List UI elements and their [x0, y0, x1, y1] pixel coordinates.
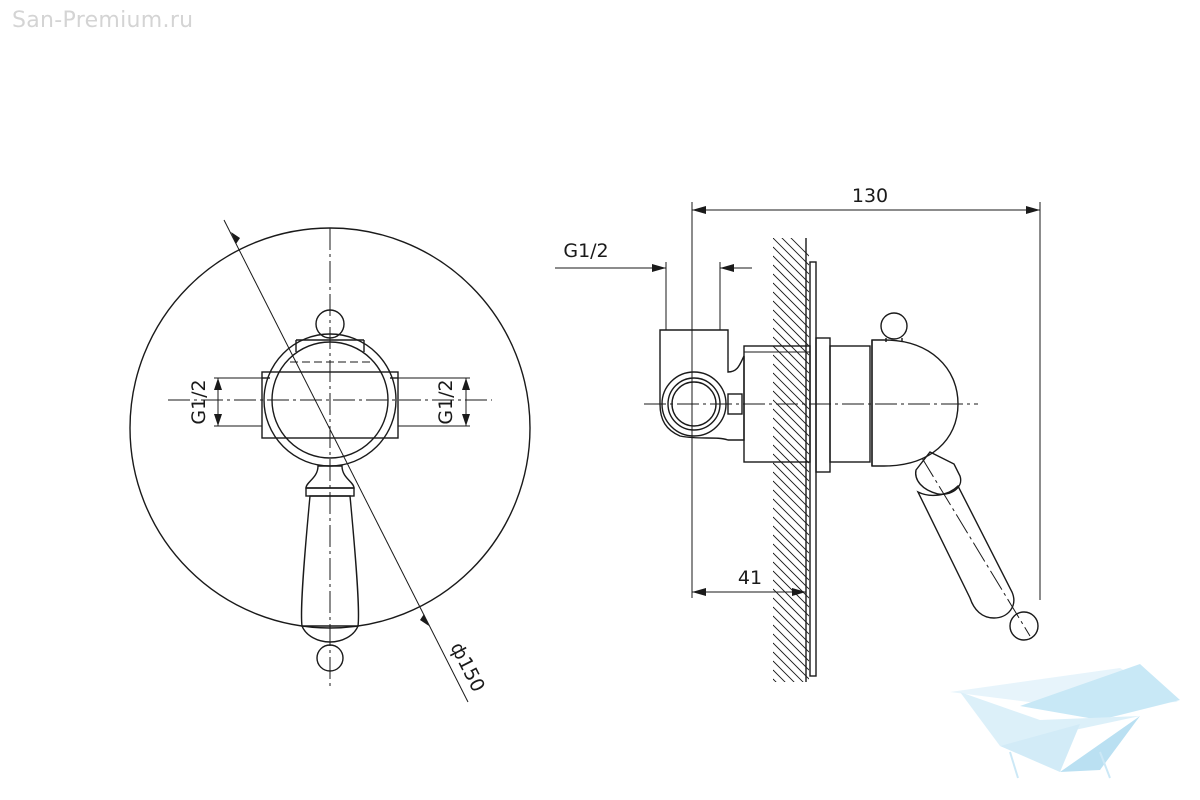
wall-hatch-line [773, 633, 809, 671]
bathtub-logo [950, 664, 1180, 779]
wall-depth-label: 41 [738, 567, 762, 589]
wall-hatch-line [773, 300, 809, 338]
wall-hatch-line [773, 345, 809, 383]
top-knob [295, 309, 365, 352]
wall-hatch-line [773, 489, 809, 527]
side-view: 130 G1/2 [555, 185, 1041, 733]
wall-hatch-line [773, 471, 809, 509]
left-port-label: G1/2 [188, 379, 210, 424]
wall-hatch-line [773, 444, 809, 482]
wall-hatch-line [773, 480, 809, 518]
wall-hatch-line [773, 597, 809, 635]
wall-hatch-line [773, 660, 795, 682]
wall-hatch-line [773, 238, 809, 275]
wall-hatch-line [773, 273, 809, 311]
wall-hatch-line [773, 390, 809, 428]
wall-hatch-line [773, 606, 809, 644]
wall-hatch-line [773, 399, 809, 437]
wall-hatch-line [773, 372, 809, 410]
wall-hatch-line [773, 525, 809, 563]
left-port-dimension: G1/2 [188, 377, 262, 427]
wall-hatch-line [773, 534, 809, 572]
wall-hatch-line [773, 697, 809, 733]
wall-hatch-line [773, 291, 809, 329]
wall-hatch-line [773, 318, 809, 356]
inlet-label: G1/2 [563, 240, 608, 262]
dome-cap [871, 312, 959, 467]
cover-plate-profile [809, 261, 817, 677]
wall-hatch-line [773, 688, 809, 724]
wall-hatch-line [773, 669, 786, 682]
wall-hatch-line [773, 282, 809, 320]
wall-hatch-line [773, 498, 809, 536]
right-port-label: G1/2 [435, 379, 457, 424]
wall-hatch-line [773, 516, 809, 554]
wall-hatch-line [773, 552, 809, 590]
wall-hatch-line [773, 651, 804, 682]
wall-hatch-line [773, 543, 809, 581]
watermark-text: San-Premium.ru [12, 8, 194, 33]
inlet-dimension: G1/2 [555, 240, 752, 330]
overall-length-label: 130 [852, 185, 888, 207]
wall-hatch-line [773, 246, 809, 284]
wall-hatch-line [781, 238, 809, 266]
wall-hatch-line [773, 435, 809, 473]
wall-hatch-line [773, 363, 809, 401]
right-port-dimension: G1/2 [398, 377, 470, 427]
wall-section [773, 238, 809, 733]
wall-hatch-line [773, 624, 809, 662]
lever-handle [300, 465, 360, 672]
diameter-label: ф150 [446, 639, 489, 696]
wall-hatch-line [773, 408, 809, 446]
wall-hatch-line [773, 255, 809, 293]
wall-hatch-line [773, 453, 809, 491]
wall-hatch-line [773, 507, 809, 545]
side-lever-handle [915, 451, 1039, 641]
wall-depth-dimension: 41 [692, 567, 806, 596]
wall-hatch-line [773, 354, 809, 392]
wall-hatch-line [790, 238, 809, 257]
overall-length-dimension: 130 [691, 185, 1041, 600]
inlet-connector [659, 329, 745, 441]
wall-hatch-line [773, 579, 809, 617]
wall-hatch-line [773, 426, 809, 464]
wall-hatch-line [773, 336, 809, 374]
wall-hatch-line [773, 381, 809, 419]
wall-hatch-line [773, 570, 809, 608]
front-view: G1/2 G1/2 ф150 [129, 219, 531, 703]
wall-hatch-line [773, 615, 809, 653]
wall-hatch-line [773, 588, 809, 626]
wall-hatch-line [773, 309, 809, 347]
wall-hatch-line [773, 264, 809, 302]
wall-hatch-line [773, 462, 809, 500]
wall-hatch-line [773, 417, 809, 455]
wall-hatch-line [773, 678, 777, 682]
wall-hatch-line [773, 642, 809, 680]
